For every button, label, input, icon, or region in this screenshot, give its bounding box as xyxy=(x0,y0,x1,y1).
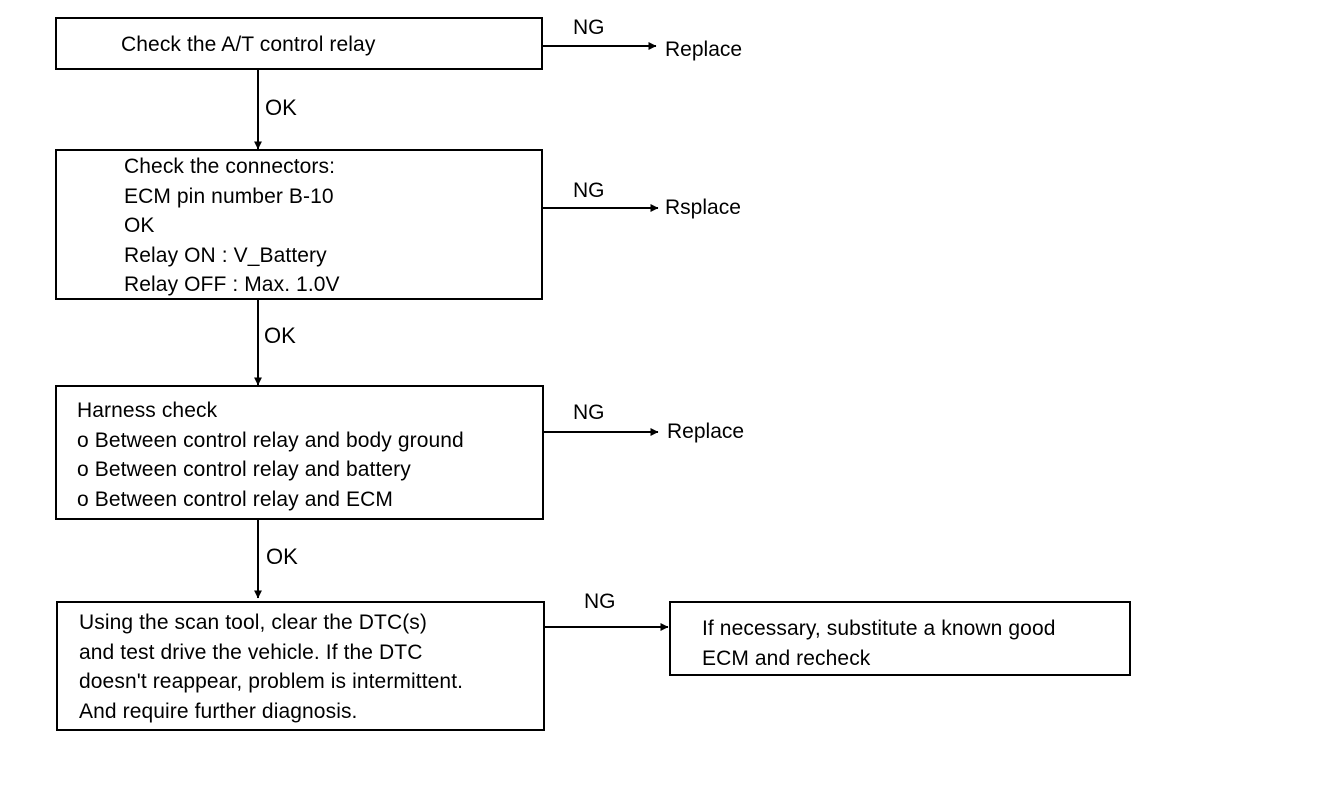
step-box-connector-check: Check the connectors: ECM pin number B-1… xyxy=(55,149,543,300)
ng-label: NG xyxy=(573,401,605,424)
step-text-line: Check the connectors: xyxy=(124,155,336,178)
step-text-line: o Between control relay and battery xyxy=(77,458,411,481)
ok-label: OK xyxy=(265,95,297,120)
step-text-line: o Between control relay and ECM xyxy=(77,487,393,511)
ng-result-replace: Replace xyxy=(667,420,745,443)
step-text-line: ECM pin number B-10 xyxy=(124,184,334,208)
step-text-line: And require further diagnosis. xyxy=(79,699,358,723)
ok-label: OK xyxy=(266,544,298,569)
ng-label: NG xyxy=(584,590,616,613)
step-text-line: Relay OFF : Max. 1.0V xyxy=(124,273,340,296)
ng-result-replace: Replace xyxy=(665,38,743,61)
step-text-line: Check the A/T control relay xyxy=(121,33,376,56)
step-text-line: o Between control relay and body ground xyxy=(77,428,464,452)
step-text-line: Relay ON : V_Battery xyxy=(124,243,327,267)
step-box-relay-check: Check the A/T control relay xyxy=(55,17,543,70)
step-text-line: doesn't reappear, problem is intermitten… xyxy=(79,670,464,693)
ok-label: OK xyxy=(264,323,296,348)
ng-label: NG xyxy=(573,16,605,39)
step-text-line: OK xyxy=(124,214,155,237)
step-box-harness-check: Harness check o Between control relay an… xyxy=(55,385,544,520)
result-text-line: If necessary, substitute a known good xyxy=(702,617,1056,640)
step-text-line: and test drive the vehicle. If the DTC xyxy=(79,640,423,664)
step-text-line: Using the scan tool, clear the DTC(s) xyxy=(79,611,427,634)
step-box-scan-tool: Using the scan tool, clear the DTC(s) an… xyxy=(56,601,545,731)
ng-result-replace: Rsplace xyxy=(665,196,741,219)
step-text-line: Harness check xyxy=(77,399,218,422)
result-box-substitute-ecm: If necessary, substitute a known good EC… xyxy=(669,601,1131,676)
result-text-line: ECM and recheck xyxy=(702,646,871,670)
ng-label: NG xyxy=(573,179,605,202)
